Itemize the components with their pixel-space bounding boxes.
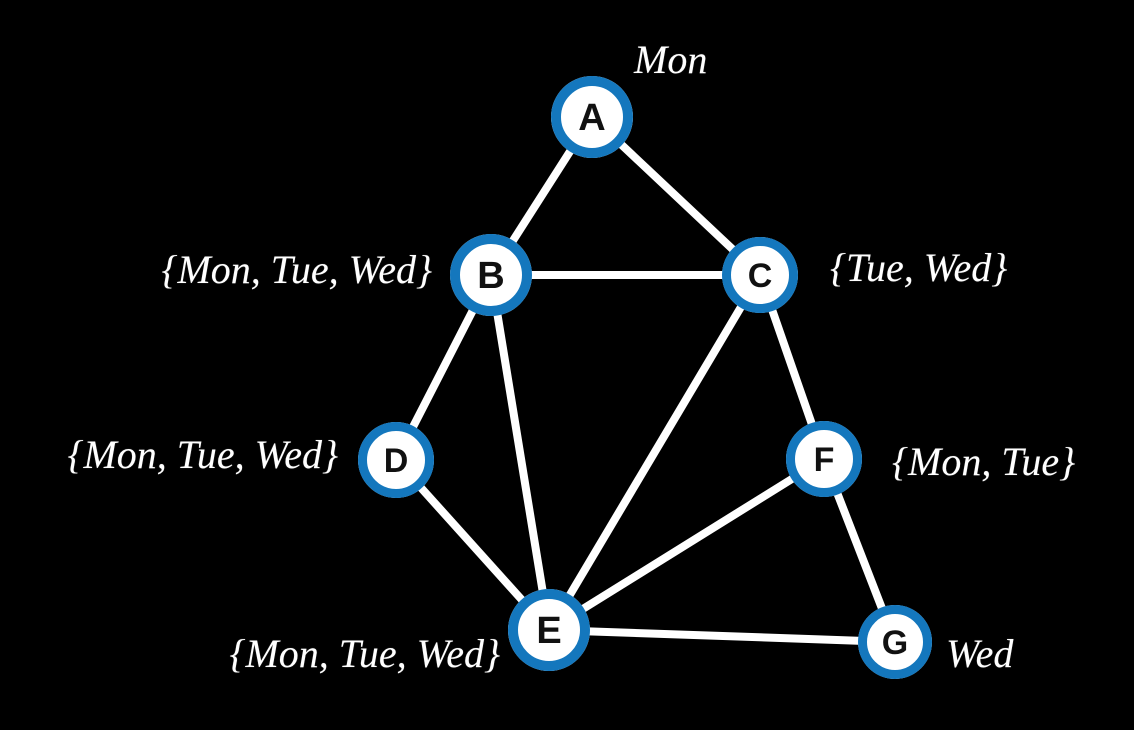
edges-layer (392, 114, 899, 646)
node-letter: F (814, 441, 835, 479)
graph-node-d[interactable]: D (358, 422, 434, 498)
domain-label-a: Mon (634, 37, 708, 82)
node-letter: B (477, 255, 504, 297)
node-letter: A (578, 97, 605, 139)
node-disc (508, 589, 590, 671)
graph-edge (548, 626, 896, 646)
graph-node-b[interactable]: B (450, 234, 532, 316)
graph-edge (546, 455, 827, 634)
node-ring (858, 605, 932, 679)
domain-label-f: {Mon, Tue} (892, 439, 1076, 484)
domain-label-c: {Tue, Wed} (830, 245, 1008, 290)
node-disc (722, 237, 798, 313)
domain-label-g: Wed (946, 631, 1014, 676)
domain-label-d: {Mon, Tue, Wed} (67, 432, 338, 477)
node-ring (722, 237, 798, 313)
node-disc (786, 421, 862, 497)
domain-label-b: {Mon, Tue, Wed} (161, 247, 432, 292)
domain-label-e: {Mon, Tue, Wed} (229, 631, 500, 676)
node-ring (551, 76, 633, 158)
node-ring (358, 422, 434, 498)
node-disc (358, 422, 434, 498)
graph-node-a[interactable]: A (551, 76, 633, 158)
node-ring (508, 589, 590, 671)
node-letter: E (536, 610, 561, 652)
graph-node-g[interactable]: G (858, 605, 932, 679)
node-letter: D (384, 442, 409, 480)
node-disc (551, 76, 633, 158)
graph-edge (545, 272, 764, 633)
graph-node-f[interactable]: F (786, 421, 862, 497)
node-letter: G (882, 624, 908, 662)
node-disc (450, 234, 532, 316)
node-letter: C (748, 257, 773, 295)
node-ring (786, 421, 862, 497)
nodes-layer: A B C D E F G (358, 76, 932, 679)
graph-node-c[interactable]: C (722, 237, 798, 313)
node-ring (450, 234, 532, 316)
graph-node-e[interactable]: E (508, 589, 590, 671)
graph-edge (487, 274, 553, 631)
node-disc (858, 605, 932, 679)
